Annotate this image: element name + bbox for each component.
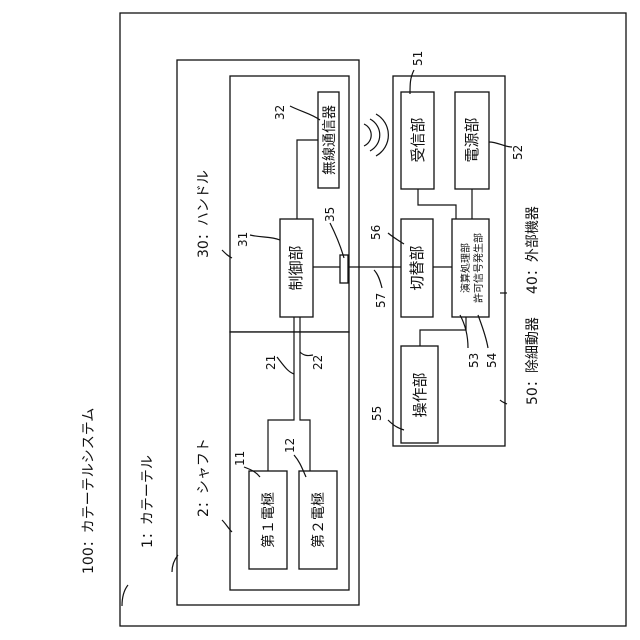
ref-11: 11 bbox=[233, 451, 247, 466]
ref-53: 53 bbox=[467, 353, 481, 368]
ref-22: 22 bbox=[311, 355, 325, 370]
connector-35 bbox=[340, 255, 348, 283]
ref-52: 52 bbox=[511, 145, 525, 160]
ref-56: 56 bbox=[369, 225, 383, 240]
power-label: 電源部 bbox=[463, 117, 481, 162]
switch-label: 切替部 bbox=[408, 245, 426, 290]
receiver-label: 受信部 bbox=[409, 117, 427, 162]
ref-51: 51 bbox=[411, 51, 425, 66]
ablation-device-label: 50：除細動器 bbox=[525, 317, 541, 405]
ref-55: 55 bbox=[370, 406, 384, 421]
ref-57: 57 bbox=[374, 293, 388, 308]
ref-31: 31 bbox=[236, 232, 250, 247]
operation-label: 操作部 bbox=[411, 372, 429, 417]
external-device-label: 40：外部機器 bbox=[525, 206, 541, 294]
wireless-label: 無線通信器 bbox=[322, 105, 338, 175]
processor-label-1: 演算処理部 bbox=[459, 243, 472, 293]
ref-35: 35 bbox=[323, 207, 337, 222]
electrode1-label: 第１電極 bbox=[260, 492, 277, 548]
controller-label: 制御部 bbox=[287, 245, 305, 290]
ref-12: 12 bbox=[283, 438, 297, 453]
ref-54: 54 bbox=[485, 353, 499, 368]
ref-32: 32 bbox=[273, 105, 287, 120]
electrode2-label: 第２電極 bbox=[310, 492, 327, 548]
shaft-label: 2：シャフト bbox=[196, 438, 212, 517]
system-label: 100：カテーテルシステム bbox=[81, 408, 97, 574]
ref-21: 21 bbox=[264, 355, 278, 370]
catheter-label: 1：カテーテル bbox=[140, 455, 156, 548]
handle-label: 30：ハンドル bbox=[196, 170, 212, 258]
processor-label-2: 許可信号発生部 bbox=[472, 233, 485, 303]
